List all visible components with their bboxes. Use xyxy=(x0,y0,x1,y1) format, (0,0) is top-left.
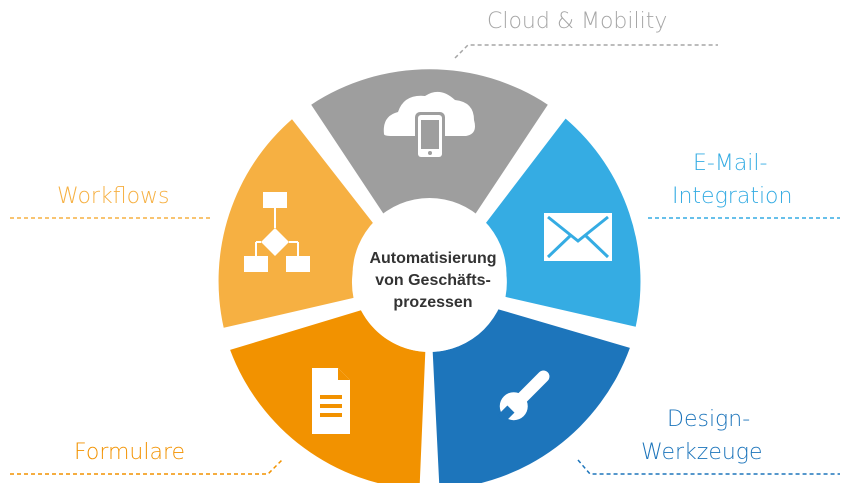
cloud-mobile-icon xyxy=(383,91,475,160)
connector-formulare xyxy=(10,459,283,475)
connector-cloud xyxy=(454,44,718,59)
label-email-line1: E-Mail- xyxy=(693,151,768,176)
label-design-line1: Design- xyxy=(667,407,751,432)
center-circle xyxy=(352,198,507,352)
document-icon xyxy=(312,368,350,434)
label-cloud-mobility: Cloud & Mobility xyxy=(487,9,668,34)
center-title-line3: prozessen xyxy=(393,294,473,311)
center-title-line2: von Geschäfts- xyxy=(375,272,491,289)
label-workflows: Workflows xyxy=(57,184,170,209)
center-title: Automatisierung von Geschäfts- prozessen xyxy=(333,248,533,314)
segment-workflows xyxy=(218,119,376,328)
connector-design xyxy=(577,459,840,475)
label-email-line2: Integration xyxy=(672,184,793,209)
envelope-icon xyxy=(544,213,612,261)
label-design-line2: Werkzeuge xyxy=(641,440,763,465)
center-title-line1: Automatisierung xyxy=(369,250,497,267)
label-formulare: Formulare xyxy=(74,440,186,465)
flowchart-icon xyxy=(244,192,310,272)
wrench-icon xyxy=(497,370,550,423)
